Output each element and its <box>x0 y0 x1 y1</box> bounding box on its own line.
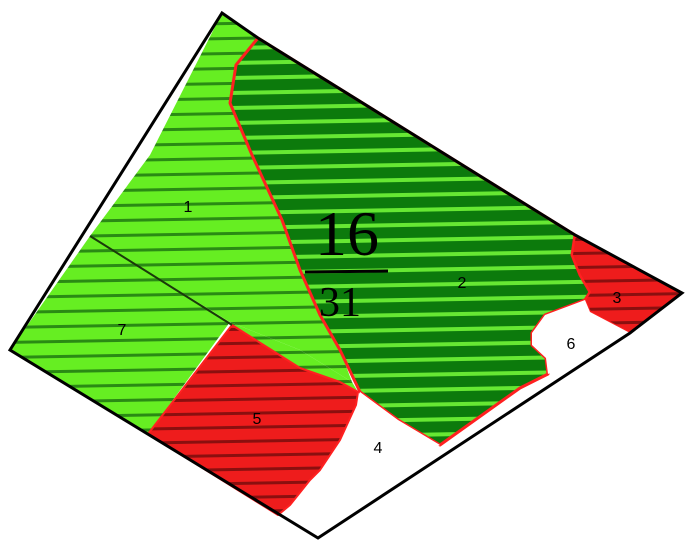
plot-6-area[interactable] <box>532 300 630 374</box>
plot-1-7-boundary <box>89 235 233 326</box>
plot-label-3: 3 <box>613 290 622 307</box>
compartment-area: 31 <box>319 280 361 326</box>
fraction-bar <box>304 269 389 274</box>
plot-1-lower-strip <box>230 322 358 392</box>
plot-7-area[interactable] <box>10 236 230 434</box>
plot-label-1: 1 <box>184 199 193 216</box>
plot-label-2: 2 <box>458 275 467 292</box>
plot-label-6: 6 <box>567 336 576 353</box>
compartment-outline <box>7 10 685 540</box>
plot-1-area[interactable] <box>90 13 352 382</box>
plot-label-7: 7 <box>118 322 127 339</box>
plot-4-area[interactable] <box>310 392 440 500</box>
plot-label-4: 4 <box>374 440 383 457</box>
plot-label-5: 5 <box>253 411 262 428</box>
compartment-number: 16 <box>315 198 379 269</box>
